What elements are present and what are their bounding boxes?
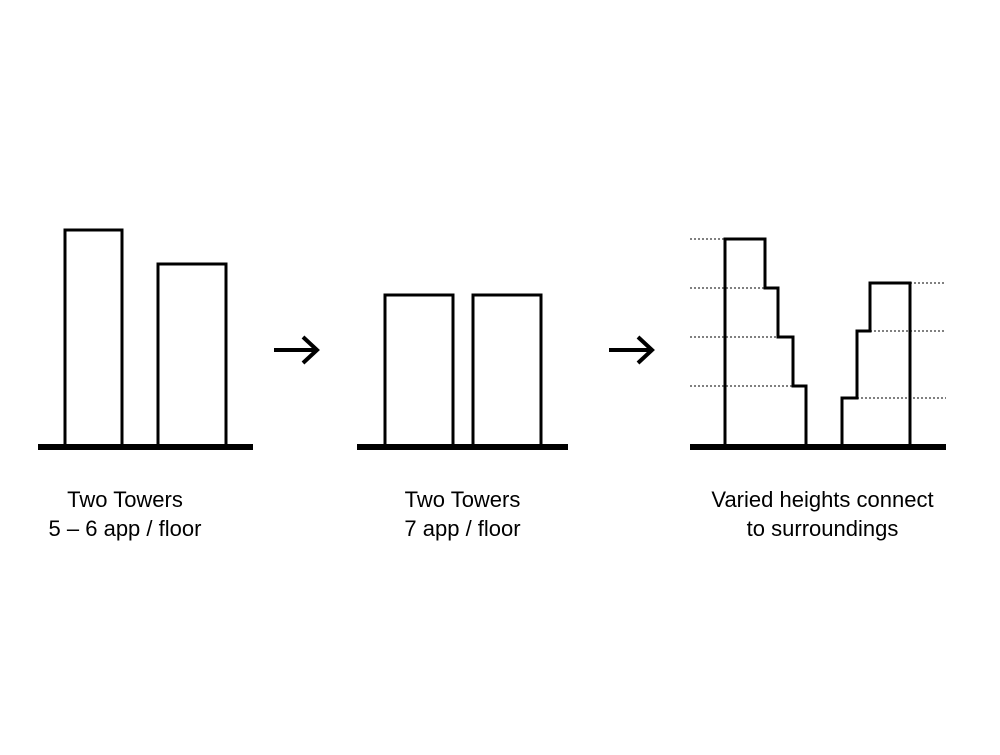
stage-1-caption-line-1: Two Towers <box>67 487 183 512</box>
stage-3-caption: Varied heights connect to surroundings <box>680 485 965 543</box>
tower-right-equal <box>471 293 543 449</box>
height-reference-lines <box>690 238 946 399</box>
stepped-tower-left <box>723 237 808 447</box>
stage-1-drawing <box>63 228 228 449</box>
arrow-right-icon <box>609 335 655 365</box>
stage-3-caption-line-2: to surroundings <box>746 516 899 541</box>
stage-1-caption-line-2: 5 – 6 app / floor <box>48 516 202 541</box>
stage-3-drawing <box>723 237 912 447</box>
stage-2-drawing <box>383 293 543 449</box>
stage-2-caption-line-1: Two Towers <box>404 487 521 512</box>
stepped-tower-right <box>840 281 912 447</box>
tower-left-equal <box>383 293 455 449</box>
tower-short <box>156 262 228 449</box>
stage-2-caption: Two Towers 7 app / floor <box>355 485 570 543</box>
stage-3-caption-line-1: Varied heights connect <box>711 487 934 512</box>
arrow-right-icon <box>274 335 320 365</box>
stage-2-caption-line-2: 7 app / floor <box>404 516 521 541</box>
tower-tall <box>63 228 124 449</box>
stage-1-caption: Two Towers 5 – 6 app / floor <box>20 485 230 543</box>
